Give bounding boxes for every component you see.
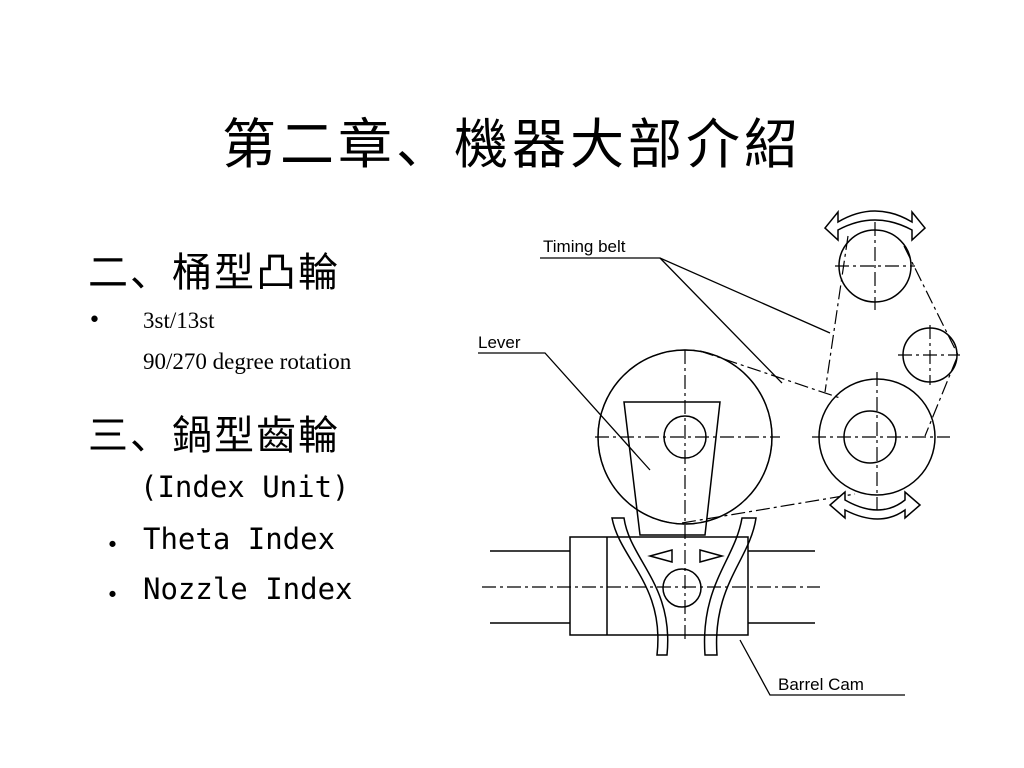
- bullet-marker: ・: [98, 528, 128, 562]
- lever-label: Lever: [478, 333, 521, 352]
- cam-stations-text: 3st/13st: [143, 308, 215, 333]
- arrow-left-icon: [647, 549, 673, 563]
- timing-belt-leader-2: [659, 257, 783, 384]
- cam-follower: [662, 568, 702, 608]
- barrel-cam-body: [569, 536, 749, 636]
- barrel-cam-label: Barrel Cam: [778, 675, 864, 694]
- rotation-text: 90/270 degree rotation: [143, 349, 352, 374]
- bullet-marker: ・: [98, 578, 128, 612]
- arrow-right-icon: [699, 549, 725, 563]
- bullet-marker: •: [88, 308, 101, 333]
- section-heading-barrel-cam: 二、桶型凸輪: [88, 250, 340, 296]
- rotation-arrow-bottom: [828, 490, 922, 520]
- rotation-arrow-top: [823, 209, 927, 242]
- lever-arm: [623, 401, 721, 536]
- cam-groove-right: [703, 517, 757, 656]
- cam-groove-left: [611, 517, 669, 656]
- list-item-nozzle-index: Nozzle Index: [143, 572, 353, 606]
- barrel-cam-leader: [739, 639, 905, 696]
- timing-belt-lower: [681, 493, 856, 524]
- section-heading-index-gear: 三、鍋型齒輪: [88, 413, 340, 459]
- timing-belt-label: Timing belt: [543, 237, 626, 256]
- slide-title: 第二章、機器大部介紹: [222, 113, 802, 176]
- timing-belt-leader: [540, 257, 831, 334]
- lever-leader: [478, 352, 651, 471]
- index-unit-subheading: (Index Unit): [140, 470, 350, 504]
- timing-belt-vertical: [824, 235, 849, 393]
- list-item-theta-index: Theta Index: [143, 522, 336, 556]
